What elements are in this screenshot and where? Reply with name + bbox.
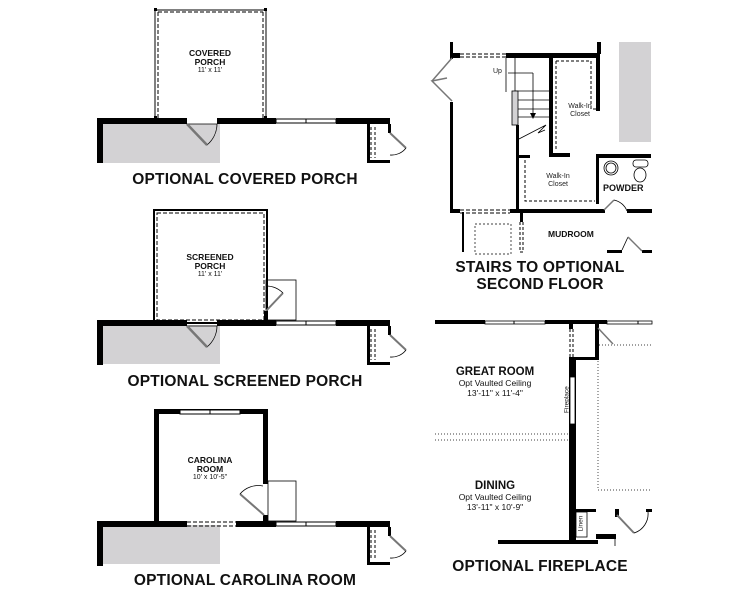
stairs-caption-line2: SECOND FLOOR: [476, 276, 604, 293]
mudroom-label: MUDROOM: [548, 230, 594, 239]
screened-porch-label: SCREENED PORCH 11' x 11': [170, 253, 250, 278]
dining-label: DINING Opt Vaulted Ceiling 13'-11" x 10'…: [440, 480, 550, 512]
dining-size: 13'-11" x 10'-9": [466, 502, 524, 513]
covered-porch-name-1: COVERED: [188, 48, 232, 58]
powder-text: POWDER: [603, 183, 644, 193]
screened-porch-size: 11' x 11': [197, 270, 223, 278]
screened-porch-plan: [97, 209, 407, 365]
dining-ceiling: Opt Vaulted Ceiling: [458, 492, 532, 503]
screened-porch-name-1: SCREENED: [186, 252, 234, 262]
carolina-room-label: CAROLINA ROOM 10' x 10'-5": [170, 456, 250, 481]
closet2-line2: Closet: [548, 180, 568, 188]
covered-porch-label: COVERED PORCH 11' x 11': [170, 49, 250, 74]
great-room-name: GREAT ROOM: [455, 366, 535, 378]
carolina-room-name-2: ROOM: [196, 463, 224, 474]
closet1-line2: Closet: [570, 110, 590, 118]
carolina-room-name-1: CAROLINA: [187, 455, 233, 465]
covered-porch-plan: [97, 8, 407, 163]
covered-porch-size: 11' x 11': [197, 66, 223, 74]
covered-porch-caption: OPTIONAL COVERED PORCH: [132, 171, 358, 188]
closet2-line1: Walk-In: [546, 173, 570, 180]
dining-name: DINING: [474, 480, 516, 492]
stairs-caption: STAIRS TO OPTIONAL SECOND FLOOR: [440, 259, 640, 293]
carolina-room-plan: [97, 409, 407, 566]
carolina-room-caption: OPTIONAL CAROLINA ROOM: [133, 572, 357, 589]
linen-label: Linen: [577, 515, 585, 532]
walk-in-closet-upper: Walk-In Closet: [565, 103, 595, 118]
screened-porch-caption: OPTIONAL SCREENED PORCH: [127, 373, 363, 390]
great-room-ceiling: Opt Vaulted Ceiling: [458, 378, 532, 389]
walk-in-closet-lower: Walk-In Closet: [543, 173, 573, 188]
powder-label: POWDER: [603, 183, 644, 193]
stairs-caption-line1: STAIRS TO OPTIONAL: [455, 259, 625, 276]
great-room-label: GREAT ROOM Opt Vaulted Ceiling 13'-11" x…: [440, 366, 550, 398]
mudroom-text: MUDROOM: [548, 229, 594, 239]
stairs-plan: [430, 42, 652, 255]
covered-porch-name-2: PORCH: [194, 56, 226, 67]
fireplace-plan: [435, 320, 653, 546]
great-room-size: 13'-11" x 11'-4": [467, 388, 523, 399]
fireplace-caption: OPTIONAL FIREPLACE: [452, 558, 628, 575]
stairs-up-label: Up: [493, 68, 502, 75]
carolina-room-size: 10' x 10'-5": [192, 473, 228, 481]
closet1-line1: Walk-In: [568, 103, 592, 110]
screened-porch-name-2: PORCH: [194, 260, 226, 271]
fireplace-label: Fireplace: [563, 386, 571, 413]
